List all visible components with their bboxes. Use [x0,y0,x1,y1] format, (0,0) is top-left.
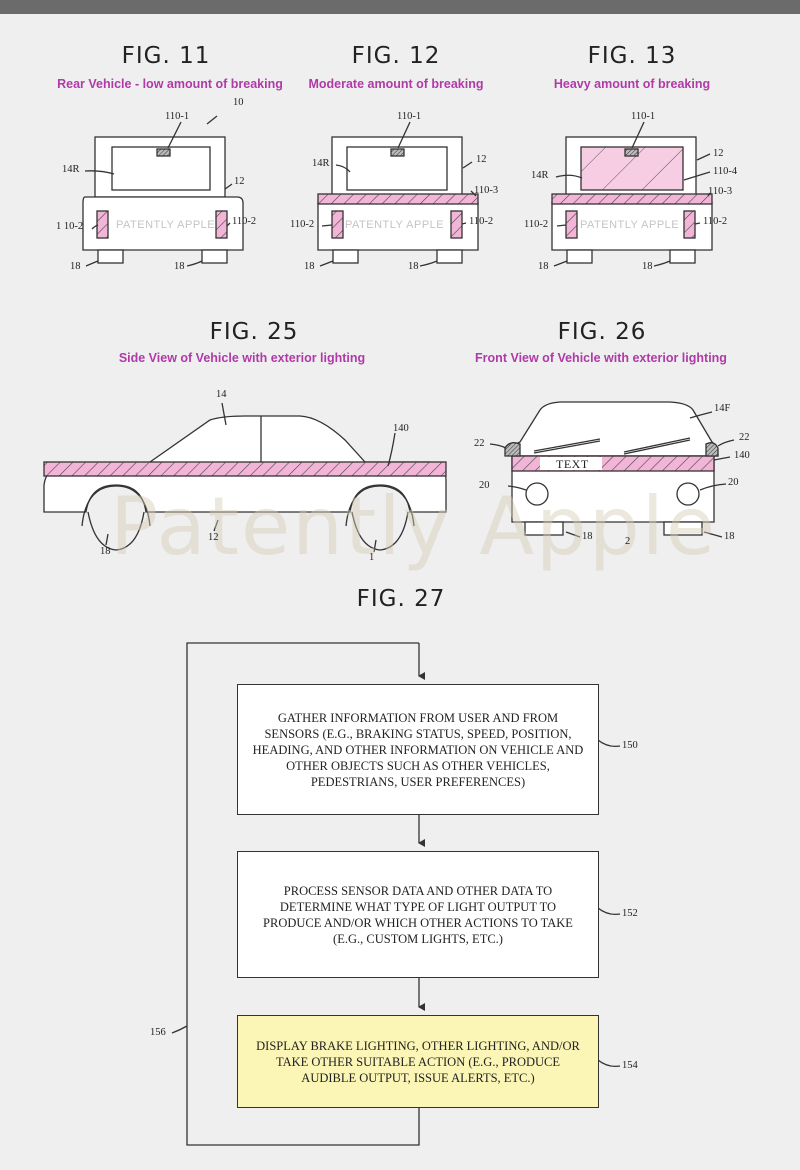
flow-step-process-sensor-data: PROCESS SENSOR DATA AND OTHER DATA TO DE… [237,851,599,978]
ref-2: 2 [625,536,631,547]
ref-12: 12 [476,154,487,165]
flow-step-gather-information: GATHER INFORMATION FROM USER AND FROM SE… [237,684,599,815]
ref-18-right: 18 [174,261,185,272]
ref-110-3: 110-3 [474,185,499,196]
ref-12: 12 [713,148,724,159]
flowchart-connectors [186,642,425,1146]
ref-20-left: 20 [479,480,490,491]
top-bar [0,0,800,14]
ref-18-right: 18 [724,531,735,542]
ref-18-right: 18 [408,261,419,272]
ref-12: 12 [208,532,219,543]
ref-154: 154 [622,1060,638,1071]
ref-110-2-left: 110-2 [290,219,315,230]
ref-18-left: 18 [304,261,315,272]
ref-12: 12 [234,176,245,187]
fig13-vehicle [551,136,713,264]
ref-110-3: 110-3 [708,186,733,197]
fig12-title: FIG. 12 [351,43,441,69]
ref-14: 14 [216,389,227,400]
fig13-watermark: PATENTLY APPLE [580,219,680,231]
ref-110-2-left: 1 10-2 [56,221,84,232]
ref-18-left: 18 [538,261,549,272]
fig26-vehicle [504,401,719,536]
fig13-title: FIG. 13 [587,43,677,69]
fig12-subtitle: Moderate amount of breaking [308,77,484,91]
ref-110-4: 110-4 [713,166,738,177]
ref-110-2-left: 110-2 [524,219,549,230]
ref-14R: 14R [531,170,549,181]
ref-18-left: 18 [582,531,593,542]
fig26-subtitle: Front View of Vehicle with exterior ligh… [475,351,727,365]
fig11-vehicle [82,136,244,264]
fig11-subtitle: Rear Vehicle - low amount of breaking [57,77,283,91]
ref-20-right: 20 [728,477,739,488]
ref-18-right: 18 [642,261,653,272]
watermark-patently-apple: Patently Apple [110,480,718,573]
ref-110-1: 110-1 [165,111,190,122]
ref-14F: 14F [714,403,731,414]
ref-140: 140 [393,423,409,434]
fig12-vehicle [317,136,479,264]
ref-110-2-right: 110-2 [232,216,257,227]
fig12-watermark: PATENTLY APPLE [345,219,445,231]
ref-22-left: 22 [474,438,485,449]
ref-110-1: 110-1 [397,111,422,122]
ref-22-right: 22 [739,432,750,443]
fig25-subtitle: Side View of Vehicle with exterior light… [118,351,366,365]
fig26-title: FIG. 26 [557,319,647,345]
fig11-watermark: PATENTLY APPLE [116,219,216,231]
ref-140: 140 [734,450,750,461]
ref-150: 150 [622,740,638,751]
flow-step-display-brake-lighting: DISPLAY BRAKE LIGHTING, OTHER LIGHTING, … [237,1015,599,1108]
ref-152: 152 [622,908,638,919]
fig11-title: FIG. 11 [121,43,211,69]
front-text-display: TEXT [556,457,589,471]
ref-110-1: 110-1 [631,111,656,122]
ref-14R: 14R [312,158,330,169]
ref-1: 1 [369,552,375,563]
ref-18: 18 [100,546,111,557]
ref-18-left: 18 [70,261,81,272]
ref-110-2-right: 110-2 [703,216,728,227]
fig13-subtitle: Heavy amount of breaking [553,77,711,91]
fig25-vehicle [43,415,447,551]
fig25-title: FIG. 25 [209,319,299,345]
ref-156: 156 [150,1027,166,1038]
fig27-title: FIG. 27 [356,586,446,612]
ref-10: 10 [233,97,244,108]
ref-110-2-right: 110-2 [469,216,494,227]
ref-14R: 14R [62,164,80,175]
